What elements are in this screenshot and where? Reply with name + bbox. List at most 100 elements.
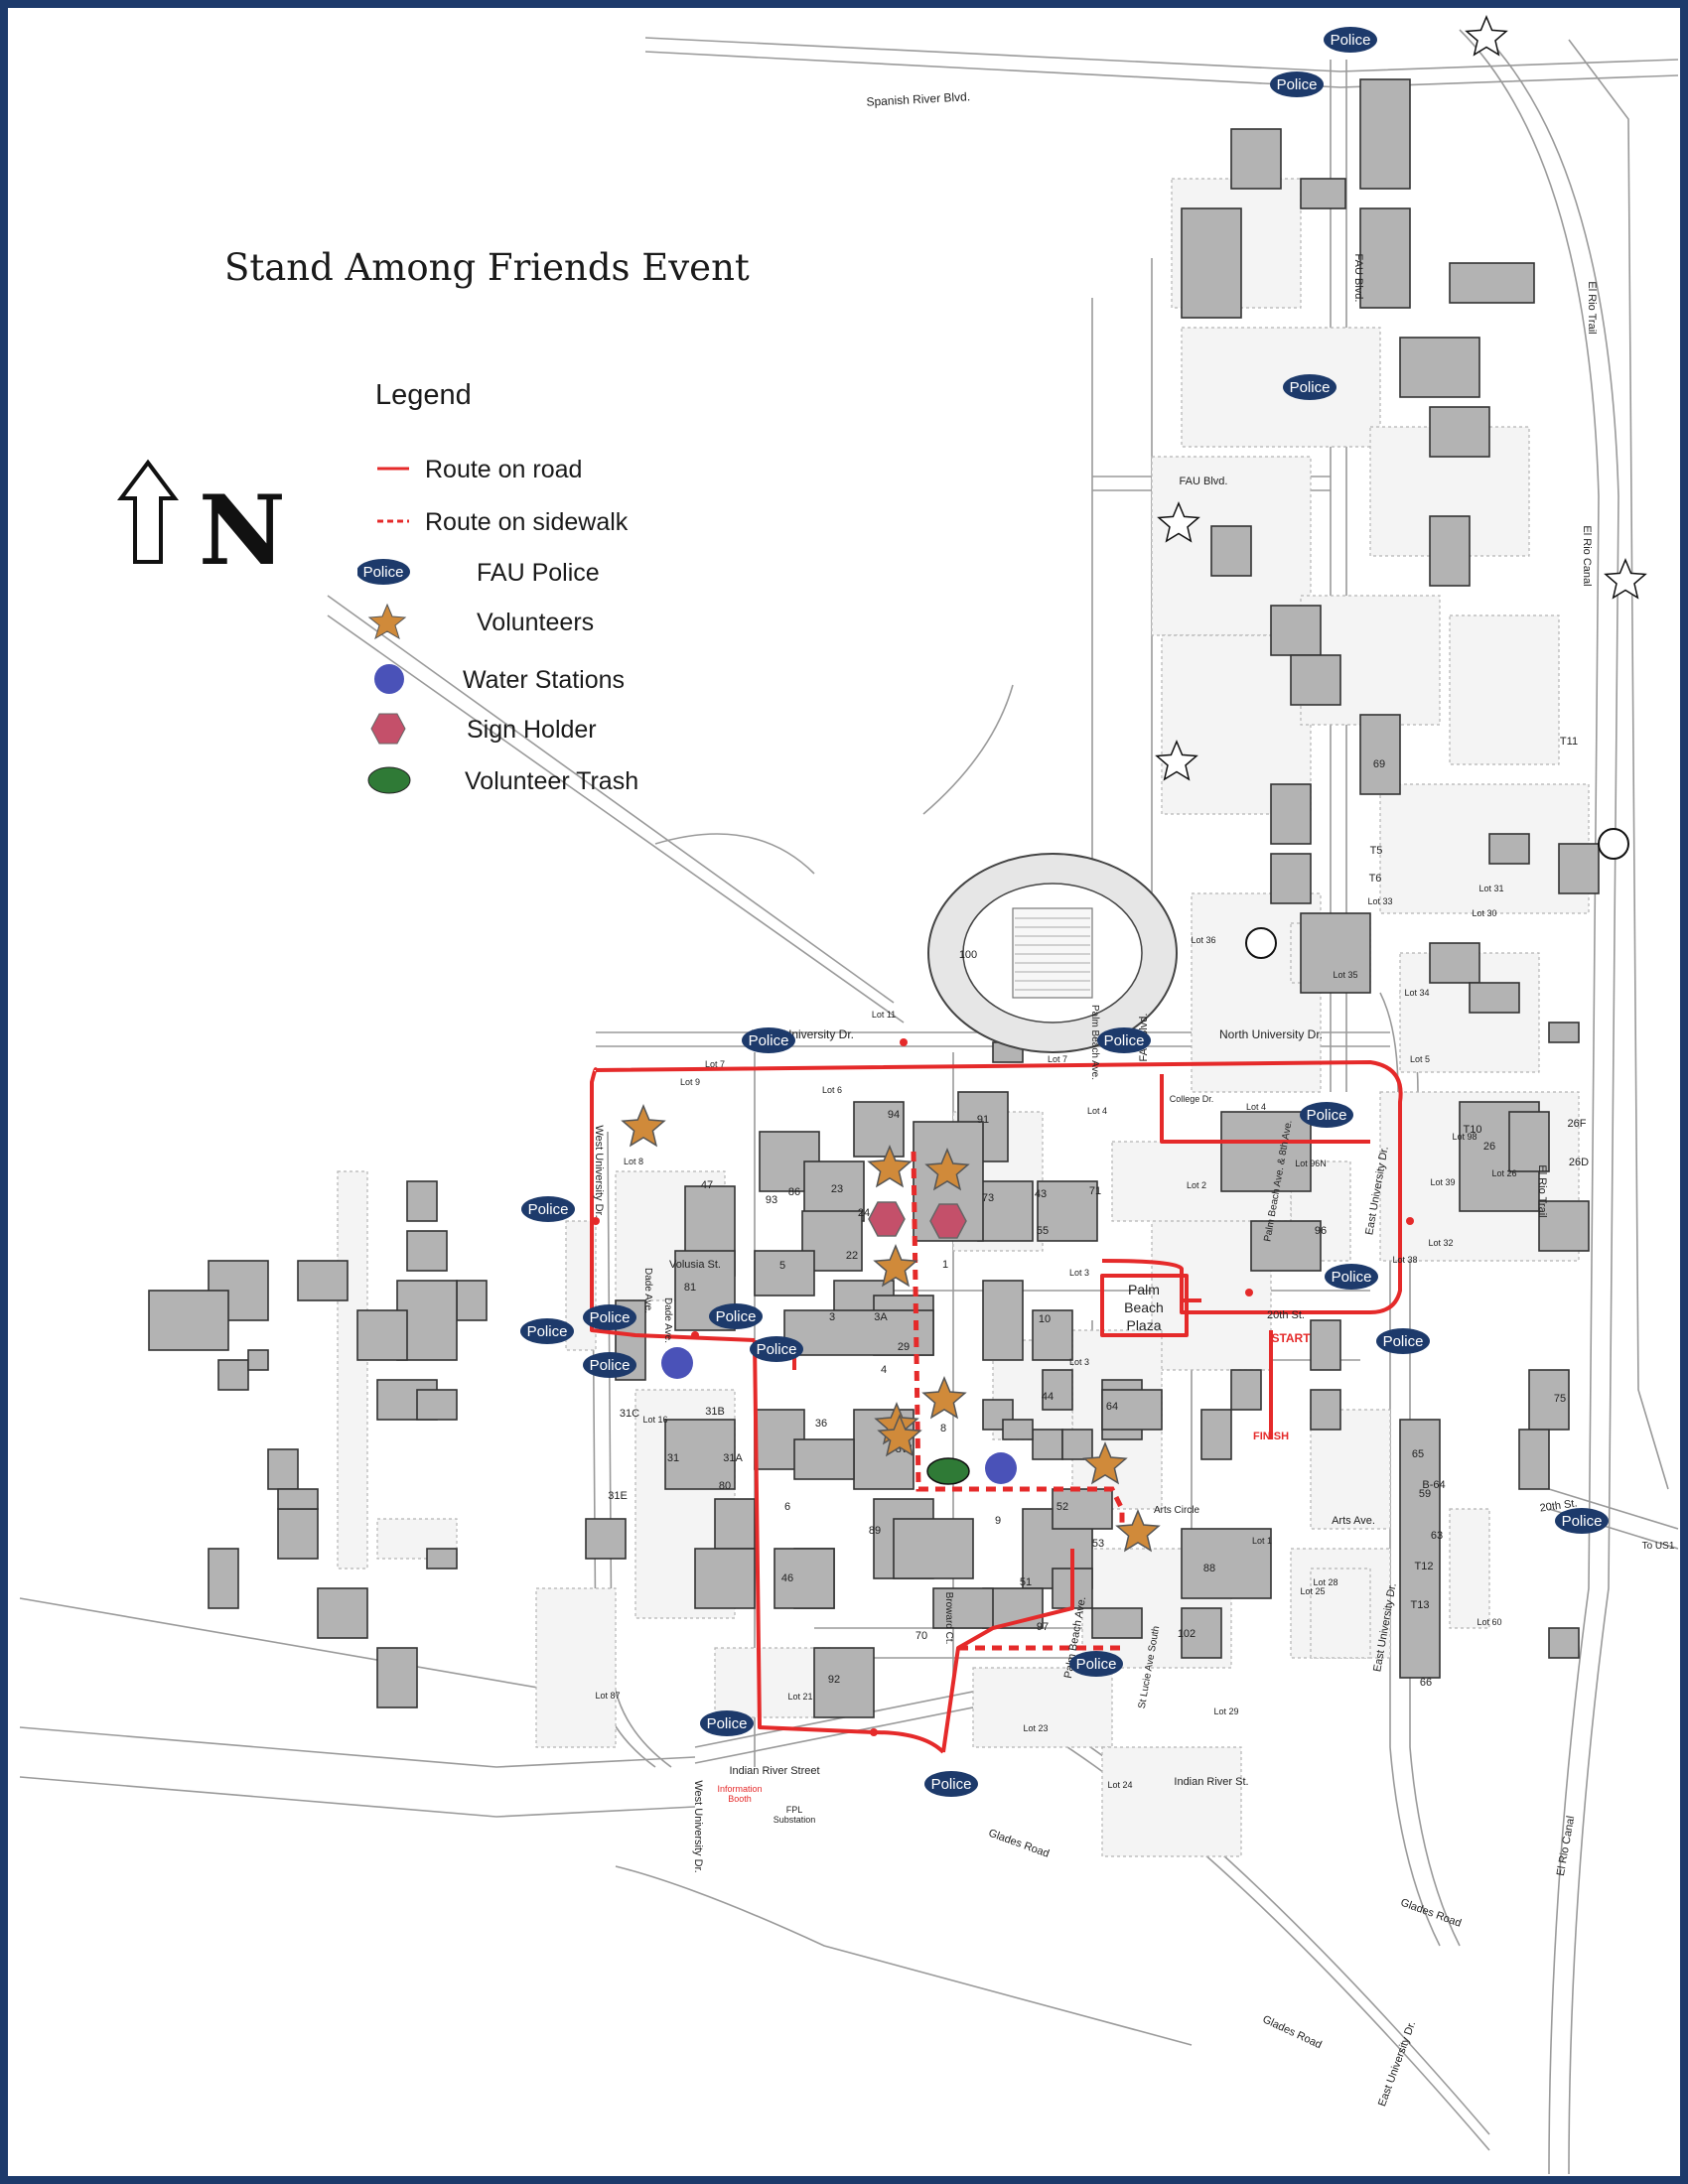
street-label: Indian River St. [1174, 1776, 1248, 1788]
building-number: B-64 [1422, 1479, 1445, 1491]
volunteer-star-icon [873, 1244, 918, 1288]
blank-star-icon [1465, 15, 1508, 57]
building-number: 24 [858, 1207, 870, 1219]
start-label: START [1271, 1331, 1311, 1345]
police-label: Police [749, 1032, 789, 1049]
police-badge-shape [1300, 1102, 1353, 1128]
building [277, 1508, 319, 1560]
lot-label: Lot 2 [1187, 1180, 1206, 1190]
police-badge-icon: Police [1097, 1027, 1151, 1053]
police-badge-icon: Police [1376, 1328, 1430, 1354]
blank-star-icon [1157, 501, 1200, 543]
building-number: 4 [881, 1364, 887, 1376]
volunteer-star-icon [1082, 1441, 1128, 1485]
building [277, 1488, 319, 1510]
building [1399, 1419, 1441, 1679]
police-badge-icon: Police [357, 559, 410, 585]
police-badge-shape [1555, 1508, 1609, 1534]
building-number: 5 [779, 1260, 785, 1272]
building-number: T12 [1415, 1561, 1434, 1572]
lot-label: Lot 6 [822, 1085, 842, 1095]
street-label: Arts Ave. [1332, 1515, 1375, 1527]
building [932, 1587, 994, 1629]
street-label: 20th St. [1267, 1309, 1305, 1321]
building-number: 22 [846, 1250, 858, 1262]
lot-label: Lot 7 [1048, 1054, 1067, 1064]
building [801, 1210, 863, 1272]
lot-label: Lot 5 [1410, 1054, 1430, 1064]
volunteer-star-icon [877, 1414, 922, 1457]
building-number: 9 [995, 1515, 1001, 1527]
street-label: West University Dr. [692, 1780, 704, 1872]
building [406, 1230, 448, 1272]
legend-label: Water Stations [463, 666, 626, 694]
building-number: 53 [1092, 1538, 1104, 1550]
police-label: Police [527, 1323, 568, 1340]
building [1558, 843, 1600, 894]
building [267, 1448, 299, 1490]
road [19, 1776, 696, 1818]
green-oval-icon [367, 766, 411, 794]
lot-label: Lot 60 [1477, 1617, 1501, 1627]
building-number: 66 [1420, 1677, 1432, 1689]
building-number: 93 [766, 1194, 777, 1206]
street-label: Indian River Street [729, 1765, 819, 1777]
building [893, 1518, 974, 1579]
building [456, 1280, 488, 1321]
building [982, 1280, 1024, 1361]
police-badge-shape [709, 1303, 763, 1329]
route-arrow-icon [592, 1217, 600, 1225]
police-badge-icon: Police [1555, 1508, 1609, 1534]
building-number: 80 [719, 1480, 731, 1492]
lot-label: Lot 1 [1252, 1536, 1272, 1546]
building [664, 1419, 736, 1490]
building-number: 102 [1178, 1628, 1196, 1640]
building [1310, 1389, 1341, 1431]
dashed-red-line-icon [377, 519, 409, 523]
lot-label: Lot 98 [1452, 1132, 1477, 1142]
building-number: 96 [1315, 1225, 1327, 1237]
building [1181, 207, 1242, 319]
red-hexagon-icon [370, 713, 406, 745]
building [148, 1290, 229, 1351]
lot-label: Lot 8 [624, 1157, 643, 1166]
parking-lot [337, 1170, 368, 1570]
route-arrow-icon [1245, 1289, 1253, 1297]
building [1310, 1319, 1341, 1371]
finish-label: FINISH [1253, 1431, 1289, 1442]
police-badge-shape [750, 1336, 803, 1362]
volunteer-star-icon [867, 1145, 913, 1188]
north-label: N [199, 475, 286, 587]
building [1429, 406, 1490, 458]
building-number: 43 [1035, 1188, 1047, 1200]
sign-holder-icon [929, 1203, 967, 1239]
lot-label: Lot 35 [1333, 970, 1357, 980]
police-badge-shape [583, 1352, 636, 1378]
building-number: 44 [1042, 1391, 1054, 1403]
street-label: Broward Ct. [943, 1592, 954, 1645]
building [1548, 1022, 1580, 1043]
lot-label: Lot 23 [1023, 1723, 1048, 1733]
building-number: 97 [1037, 1621, 1049, 1633]
lot-label: Lot 32 [1428, 1238, 1453, 1248]
building [1359, 78, 1411, 190]
route-on-road [941, 1549, 1074, 1753]
street-label: El Rio Canal [1581, 525, 1593, 586]
route-arrow-icon [691, 1331, 699, 1339]
building [1548, 1627, 1580, 1659]
police-badge-shape [924, 1771, 978, 1797]
building-number: 55 [1037, 1225, 1049, 1237]
building [376, 1647, 418, 1708]
building [783, 1309, 934, 1356]
solid-red-line-icon [377, 467, 409, 471]
road [1568, 39, 1669, 1490]
lot-label: Lot 26 [1491, 1168, 1516, 1178]
police-label: Police [716, 1308, 757, 1325]
building-number: 75 [1554, 1393, 1566, 1405]
building-number: 100 [959, 949, 977, 961]
building [208, 1548, 239, 1609]
street-label: Glades Road [987, 1828, 1051, 1860]
building [426, 1548, 458, 1570]
building [1359, 714, 1401, 795]
legend-item-route-road: Route on road [357, 449, 774, 488]
